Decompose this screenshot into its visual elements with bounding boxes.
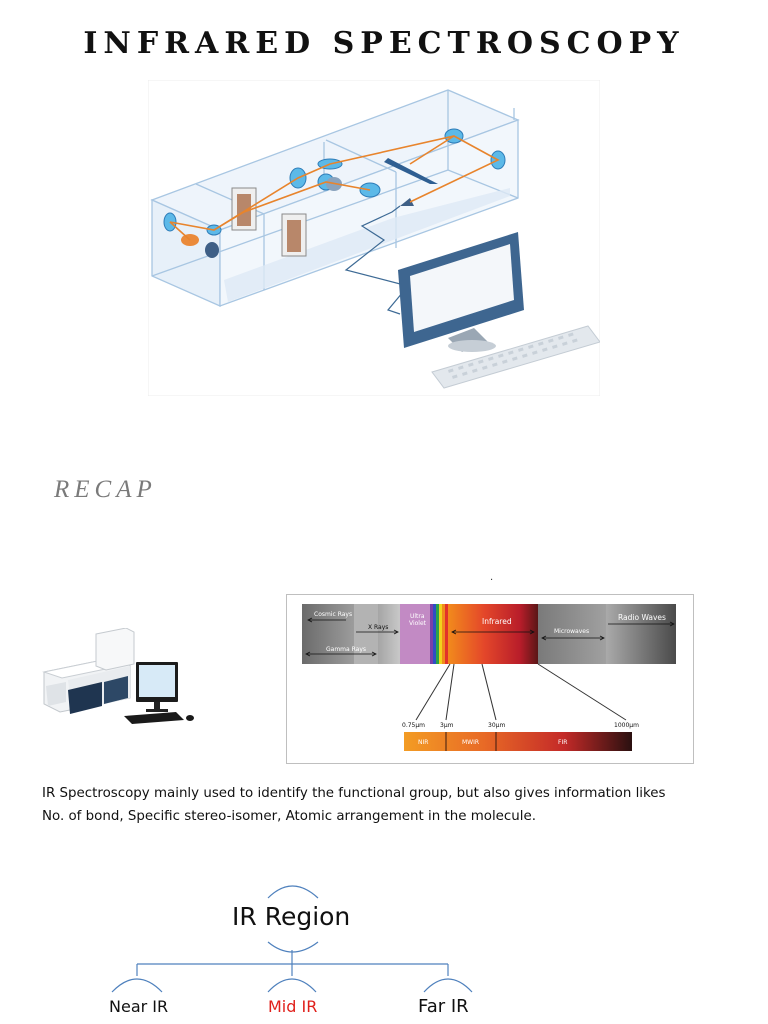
stray-dot: .	[490, 572, 494, 583]
tree-connectors	[111, 885, 473, 993]
description-line-1: IR Spectroscopy mainly used to identify …	[42, 786, 666, 801]
band-label-cosmic: Cosmic Rays	[314, 611, 352, 618]
tick-label-30um: 30µm	[488, 722, 505, 729]
subband-label-mwir: MWIR	[462, 739, 479, 746]
page-title: INFRARED SPECTROSCOPY	[83, 26, 685, 61]
tick-label-3um: 3µm	[440, 722, 454, 729]
tick-label-075um: 0.75µm	[402, 722, 425, 729]
ir-region-tree: IR Region Near IR Mid IR Far IR	[0, 870, 768, 1024]
band-label-uv-line2: Violet	[409, 620, 427, 627]
description-line-2: No. of bond, Specific stereo-isomer, Ato…	[42, 809, 536, 824]
mid-ir-label: Mid IR	[268, 997, 318, 1016]
recap-heading: RECAP	[54, 476, 157, 503]
band-label-microwaves: Microwaves	[554, 628, 589, 635]
description-paragraph: IR Spectroscopy mainly used to identify …	[42, 782, 742, 828]
ir-region-root-label: IR Region	[232, 902, 351, 931]
subband-label-fir: FIR	[558, 739, 567, 746]
near-ir-label: Near IR	[109, 997, 169, 1016]
em-spectrum-figure: Cosmic Rays Gamma Rays X Rays Ultra Viol…	[286, 594, 694, 764]
subband-label-nir: NIR	[418, 739, 428, 746]
band-label-xray: X Rays	[368, 624, 388, 631]
band-label-infrared: Infrared	[482, 617, 512, 626]
band-label-uv-line1: Ultra	[410, 613, 425, 620]
tick-label-1000um: 1000µm	[614, 722, 639, 729]
band-label-radio: Radio Waves	[618, 613, 666, 622]
band-label-gamma: Gamma Rays	[326, 646, 366, 653]
ftir-instrument-photo	[42, 628, 194, 724]
spectrometer-illustration	[148, 80, 600, 396]
far-ir-label: Far IR	[418, 996, 469, 1017]
